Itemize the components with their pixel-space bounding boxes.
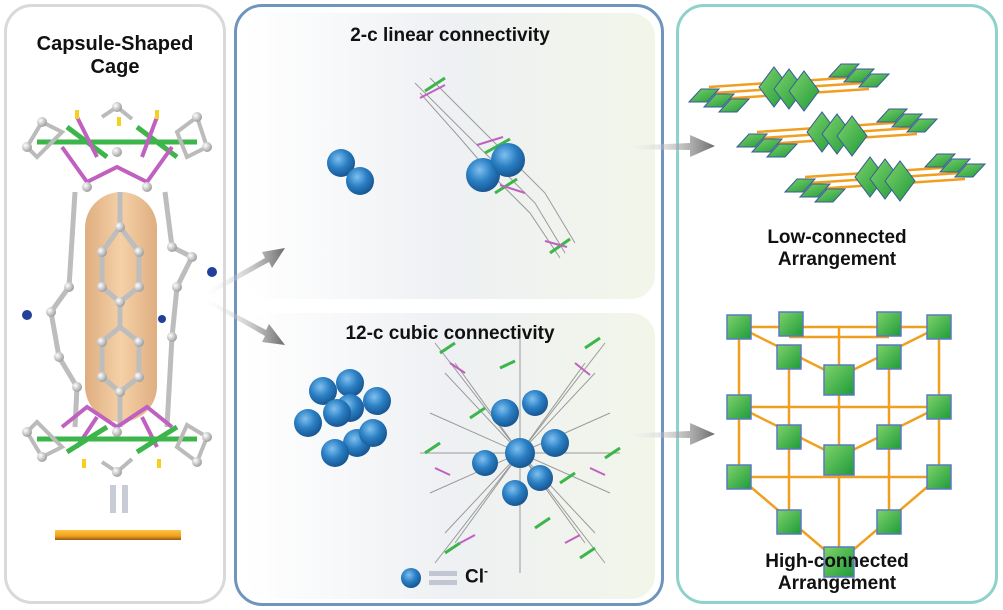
linear-dimer-graphic [327,76,576,259]
nitrogen-atom-left [22,310,32,320]
nitrogen-atom-center [158,315,166,323]
chloride-symbol: Cl [465,566,484,588]
cubic-cluster-graphic [294,336,621,588]
high-connected-label: High-connected Arrangement [679,551,995,595]
capsule-cage-title: Capsule-Shaped Cage [7,33,223,79]
capsule-cage-structure [22,102,217,540]
equals-symbol [110,485,128,513]
chloride-sphere [491,143,525,177]
chloride-sphere [327,149,355,177]
linker-rod-symbol [55,530,181,540]
legend-equals-symbol [429,571,457,576]
linear-chain [687,63,891,113]
chloride-sphere [466,158,500,192]
cubic-connectivity-title: 12-c cubic connectivity [345,323,555,344]
chloride-legend-sphere [401,568,421,588]
top-metal-cluster [22,102,212,192]
cubic-connectivity-section: 12-c cubic connectivity [245,313,655,599]
ligand-pillars [48,191,196,428]
connectivity-panel: 2-c linear connectivity [234,4,664,606]
chloride-sphere [346,167,374,195]
lattice-nodes [726,311,952,578]
chloride-cluster-in-cage [472,390,569,506]
chloride-charge: - [484,564,488,578]
linear-connectivity-section: 2-c linear connectivity [245,13,655,299]
low-connected-label-line1: Low-connected [767,227,907,248]
nitrogen-atom-right [207,267,217,277]
capsule-cage-panel: Capsule-Shaped Cage [4,4,226,604]
high-connected-label-line2: Arrangement [777,572,897,594]
linear-connectivity-title: 2-c linear connectivity [350,25,550,46]
bottom-metal-cluster [22,404,212,477]
low-connected-label-line2: Arrangement [777,248,897,270]
chloride-cluster [294,369,391,467]
low-connected-label: Low-connected Arrangement [679,227,995,271]
cubic-lattice [726,311,952,578]
chloride-legend-label: Cl- [465,564,488,588]
low-connected-graphic [687,63,987,578]
capsule-cage-title-line2: Cage [90,56,140,78]
arrangement-panel: Low-connected Arrangement High-connected… [676,4,998,604]
capsule-cage-title-line1: Capsule-Shaped [36,33,194,55]
chloride-legend [401,568,457,588]
high-connected-label-line1: High-connected [765,551,909,572]
